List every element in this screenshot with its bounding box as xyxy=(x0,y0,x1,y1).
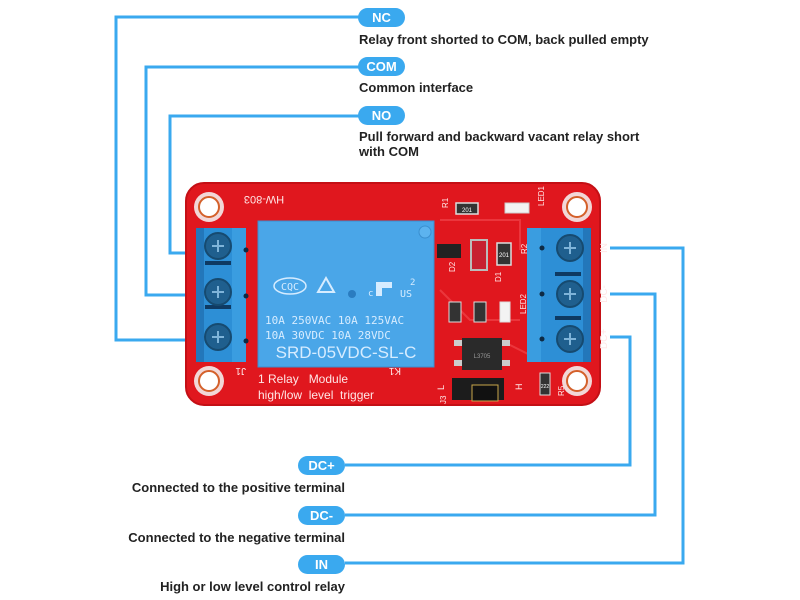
relay-model: SRD-05VDC-SL-C xyxy=(276,343,417,362)
connector-line-com xyxy=(144,65,360,297)
relay-rating-line2: 10A 30VDC 10A 28VDC xyxy=(265,329,391,342)
svg-text:J3: J3 xyxy=(439,395,448,404)
tag-in: IN xyxy=(298,555,345,574)
svg-text:L3705: L3705 xyxy=(474,354,491,360)
desc-no-line2: with COM xyxy=(359,144,419,159)
svg-text:D2: D2 xyxy=(448,261,457,272)
terminal-block-right xyxy=(527,228,591,362)
tag-com: COM xyxy=(358,57,405,76)
tag-nc: NC xyxy=(358,8,405,27)
connector-line-dcp xyxy=(345,335,632,467)
svg-text:R2: R2 xyxy=(520,243,529,254)
smd-components: 201 R1 LED1 201 R2 D2 D1 LED2 L3705 L H … xyxy=(436,185,566,404)
desc-no-line1: Pull forward and backward vacant relay s… xyxy=(359,129,640,144)
mounting-holes xyxy=(194,192,592,396)
silk-line-2: high/low level trigger xyxy=(258,388,374,402)
cert-us: US xyxy=(400,289,412,300)
relay-component: CQC c 2 US 10A 250VAC 10A 125VAC 10A 30V… xyxy=(257,220,435,368)
svg-text:R5: R5 xyxy=(557,385,566,396)
svg-text:c: c xyxy=(368,289,373,299)
svg-text:H: H xyxy=(514,384,524,391)
desc-com: Common interface xyxy=(359,80,474,95)
relay-module-board: CQC c 2 US 10A 250VAC 10A 125VAC 10A 30V… xyxy=(185,182,610,406)
connector-line-in xyxy=(345,246,685,565)
terminal-block-left xyxy=(196,228,249,362)
pin-label-dcm: DC- xyxy=(599,285,610,303)
k1-label: K1 xyxy=(388,365,401,376)
connector-line-dcm xyxy=(345,292,657,517)
svg-text:R1: R1 xyxy=(441,197,450,208)
desc-dcm: Connected to the negative terminal xyxy=(128,530,345,545)
svg-text:L: L xyxy=(436,385,446,390)
cqc-mark: CQC xyxy=(281,282,299,293)
desc-dcp: Connected to the positive terminal xyxy=(131,480,345,495)
pin-label-in: IN xyxy=(599,243,610,253)
desc-nc: Relay front shorted to COM, back pulled … xyxy=(359,32,649,47)
connector-line-no xyxy=(168,114,360,255)
cert-number: 2 xyxy=(410,278,415,288)
relay-rating-line1: 10A 250VAC 10A 125VAC xyxy=(265,314,404,327)
desc-in: High or low level control relay xyxy=(160,579,345,594)
svg-text:LED1: LED1 xyxy=(537,185,546,206)
tag-no: NO xyxy=(358,106,405,125)
svg-text:D1: D1 xyxy=(494,271,503,282)
board-model: HW-803 xyxy=(244,193,284,205)
svg-text:222: 222 xyxy=(541,384,550,390)
pin-label-dcp: DC+ xyxy=(599,329,610,349)
tag-dcp: DC+ xyxy=(298,456,345,475)
svg-text:201: 201 xyxy=(499,253,510,259)
svg-text:201: 201 xyxy=(462,208,473,214)
connector-line-nc xyxy=(114,15,360,342)
j1-label: J1 xyxy=(235,365,246,376)
silk-line-1: 1 Relay Module xyxy=(258,372,348,386)
svg-text:LED2: LED2 xyxy=(519,293,528,314)
tag-dcm: DC- xyxy=(298,506,345,525)
